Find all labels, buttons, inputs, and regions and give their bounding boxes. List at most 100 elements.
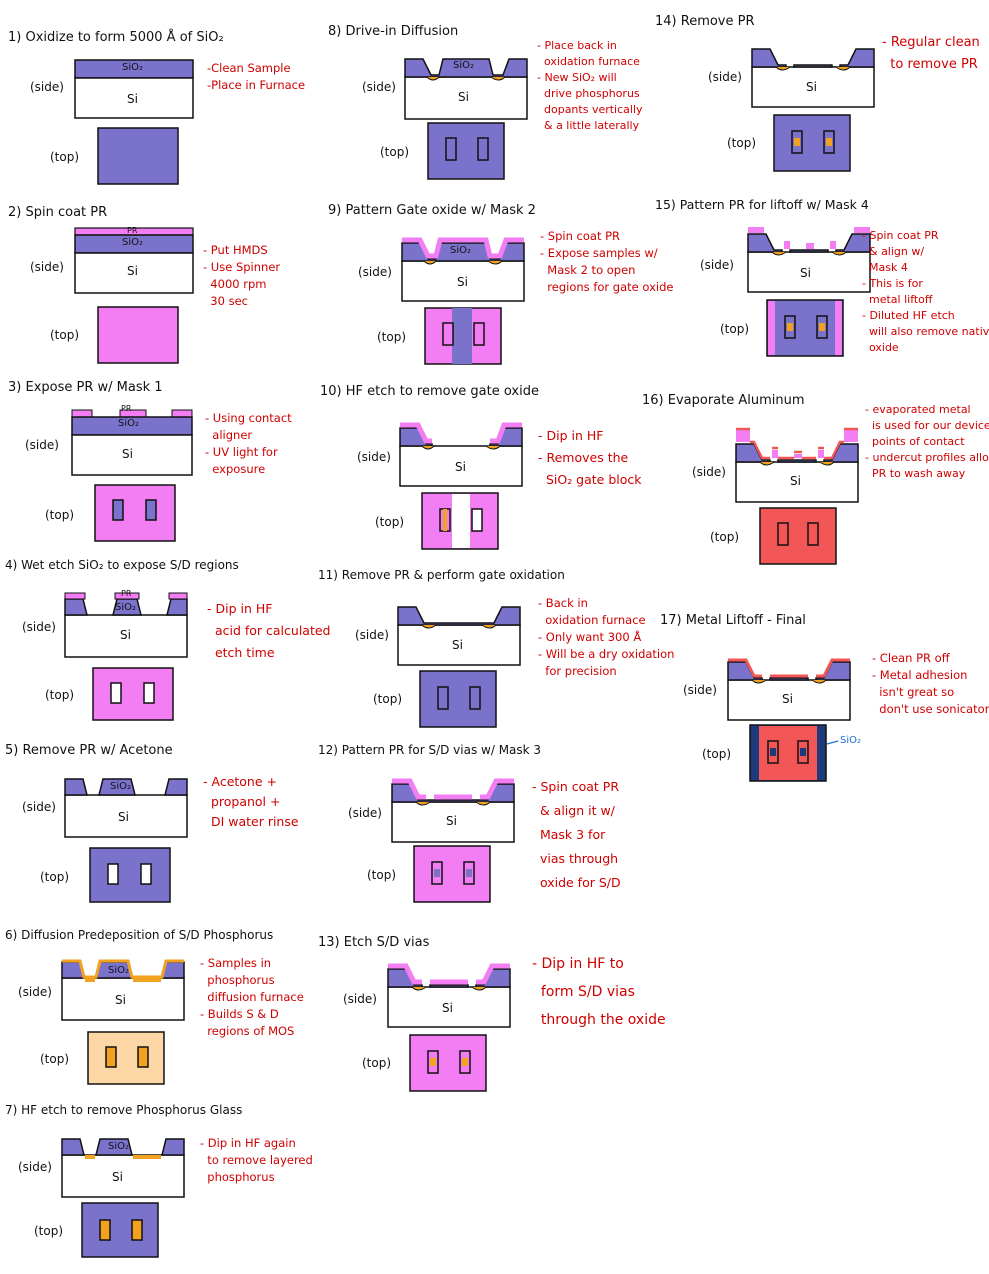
step-8-title: 8) Drive-in Diffusion: [328, 24, 459, 39]
step-15-si-label: Si: [800, 266, 811, 280]
step-6-si-label: Si: [115, 993, 126, 1007]
step-2-top-view: [97, 306, 179, 364]
step-9-title: 9) Pattern Gate oxide w/ Mask 2: [328, 203, 536, 218]
step-3-title: 3) Expose PR w/ Mask 1: [8, 380, 163, 395]
step-6-top-label: (top): [40, 1052, 70, 1066]
step-10-side-label: (side): [357, 450, 391, 464]
step-3-pr-label: PR: [121, 404, 132, 413]
step-2-side-label: (side): [30, 260, 64, 274]
step-14-side-label: (side): [708, 70, 742, 84]
step-14-side-diagram: [751, 48, 875, 108]
step-17-side-diagram: [727, 658, 851, 721]
step-11-side-diagram: [397, 606, 521, 666]
step-12-top-label: (top): [367, 868, 397, 882]
step-3-side-diagram: [71, 409, 193, 476]
step-10-side-diagram: [399, 422, 523, 487]
step-7-notes: - Dip in HF again to remove layered phos…: [200, 1136, 313, 1184]
step-6-side-diagram: [61, 959, 185, 1021]
step-17-notes: - Clean PR off - Metal adhesion isn't gr…: [872, 651, 989, 716]
step-12-title: 12) Pattern PR for S/D vias w/ Mask 3: [318, 743, 542, 757]
step-10-top-view: [421, 492, 499, 550]
step-7-title: 7) HF etch to remove Phosphorus Glass: [5, 1103, 243, 1117]
step-1-top-label: (top): [50, 150, 80, 164]
step-2-top-label: (top): [50, 328, 80, 342]
step-8-oxide-label: SiO₂: [453, 60, 475, 71]
step-15-top-label: (top): [720, 322, 750, 336]
step-12-side-diagram: [391, 778, 515, 843]
step-13-si-label: Si: [442, 1001, 453, 1015]
step-3-si-label: Si: [122, 447, 133, 461]
step-13-side-label: (side): [343, 992, 377, 1006]
step-9-oxide-label: SiO₂: [450, 245, 472, 256]
step-11-top-label: (top): [373, 692, 403, 706]
step-8-top-view: [427, 122, 505, 180]
step-11-title: 11) Remove PR & perform gate oxidation: [318, 568, 565, 582]
step-12-si-label: Si: [446, 814, 457, 828]
step-12-notes: - Spin coat PR & align it w/ Mask 3 for …: [532, 779, 621, 890]
step-16-notes: - evaporated metal is used for our devic…: [865, 403, 989, 480]
step-3-top-view: [94, 484, 176, 542]
step-2-side-diagram: [74, 227, 194, 294]
step-6-title: 6) Diffusion Predeposition of S/D Phosph…: [5, 928, 274, 942]
step-5-side-diagram: [64, 778, 188, 838]
step-2-si-label: Si: [127, 264, 138, 278]
step-17-sio2-callout: SiO₂: [840, 735, 862, 746]
step-9-side-diagram: [401, 237, 525, 302]
step-15-top-view: [766, 299, 844, 357]
step-9-notes: - Spin coat PR - Expose samples w/ Mask …: [540, 229, 674, 294]
step-7-side-diagram: [61, 1138, 185, 1198]
step-8-notes: - Place back in oxidation furnace - New …: [537, 39, 643, 132]
step-4-oxide-label: SiO₂: [115, 602, 137, 613]
step-1-side-diagram: [74, 59, 194, 119]
step-1-notes: -Clean Sample -Place in Furnace: [207, 61, 306, 92]
step-17-top-label: (top): [702, 747, 732, 761]
step-7-si-label: Si: [112, 1170, 123, 1184]
step-5-side-label: (side): [22, 800, 56, 814]
step-1-title: 1) Oxidize to form 5000 Å of SiO₂: [8, 30, 224, 45]
step-10-si-label: Si: [455, 460, 466, 474]
step-11-si-label: Si: [452, 638, 463, 652]
step-10-title: 10) HF etch to remove gate oxide: [320, 384, 539, 399]
step-14-si-label: Si: [806, 80, 817, 94]
step-5-notes: - Acetone + propanol + DI water rinse: [203, 774, 299, 829]
step-10-notes: - Dip in HF - Removes the SiO₂ gate bloc…: [538, 428, 642, 487]
step-13-top-label: (top): [362, 1056, 392, 1070]
step-4-pr-label: PR: [121, 589, 132, 598]
step-11-side-label: (side): [355, 628, 389, 642]
step-4-side-diagram: [64, 592, 188, 658]
step-6-side-label: (side): [18, 985, 52, 999]
step-14-top-label: (top): [727, 136, 757, 150]
step-4-notes: - Dip in HF acid for calculated etch tim…: [207, 601, 331, 660]
step-4-top-view: [92, 667, 174, 721]
step-14-notes: - Regular clean to remove PR: [882, 35, 980, 72]
step-3-side-label: (side): [25, 438, 59, 452]
step-9-top-view: [424, 307, 502, 365]
step-2-notes: - Put HMDS - Use Spinner 4000 rpm 30 sec: [203, 243, 281, 308]
step-4-top-label: (top): [45, 688, 75, 702]
step-16-si-label: Si: [790, 474, 801, 488]
step-17-title: 17) Metal Liftoff - Final: [660, 613, 806, 628]
step-9-top-label: (top): [377, 330, 407, 344]
step-12-side-label: (side): [348, 806, 382, 820]
step-10-top-label: (top): [375, 515, 405, 529]
step-16-side-label: (side): [692, 465, 726, 479]
step-17-si-label: Si: [782, 692, 793, 706]
step-14-top-view: [773, 114, 851, 172]
step-2-oxide-label: SiO₂: [122, 237, 144, 248]
step-8-side-label: (side): [362, 80, 396, 94]
step-13-notes: - Dip in HF to form S/D vias through the…: [532, 956, 666, 1028]
step-14-title: 14) Remove PR: [655, 14, 755, 29]
step-11-top-view: [419, 670, 497, 728]
step-3-top-label: (top): [45, 508, 75, 522]
step-6-top-view: [87, 1031, 165, 1085]
step-3-notes: - Using contact aligner - UV light for e…: [205, 411, 292, 476]
step-15-notes: - Spin coat PR & align w/ Mask 4 - This …: [862, 229, 989, 354]
step-15-title: 15) Pattern PR for liftoff w/ Mask 4: [655, 197, 869, 212]
step-15-side-label: (side): [700, 258, 734, 272]
step-13-side-diagram: [387, 963, 511, 1028]
step-9-si-label: Si: [457, 275, 468, 289]
step-8-side-diagram: [404, 58, 528, 120]
step-5-title: 5) Remove PR w/ Acetone: [5, 743, 173, 758]
step-13-title: 13) Etch S/D vias: [318, 935, 430, 950]
step-5-top-view: [89, 847, 171, 903]
